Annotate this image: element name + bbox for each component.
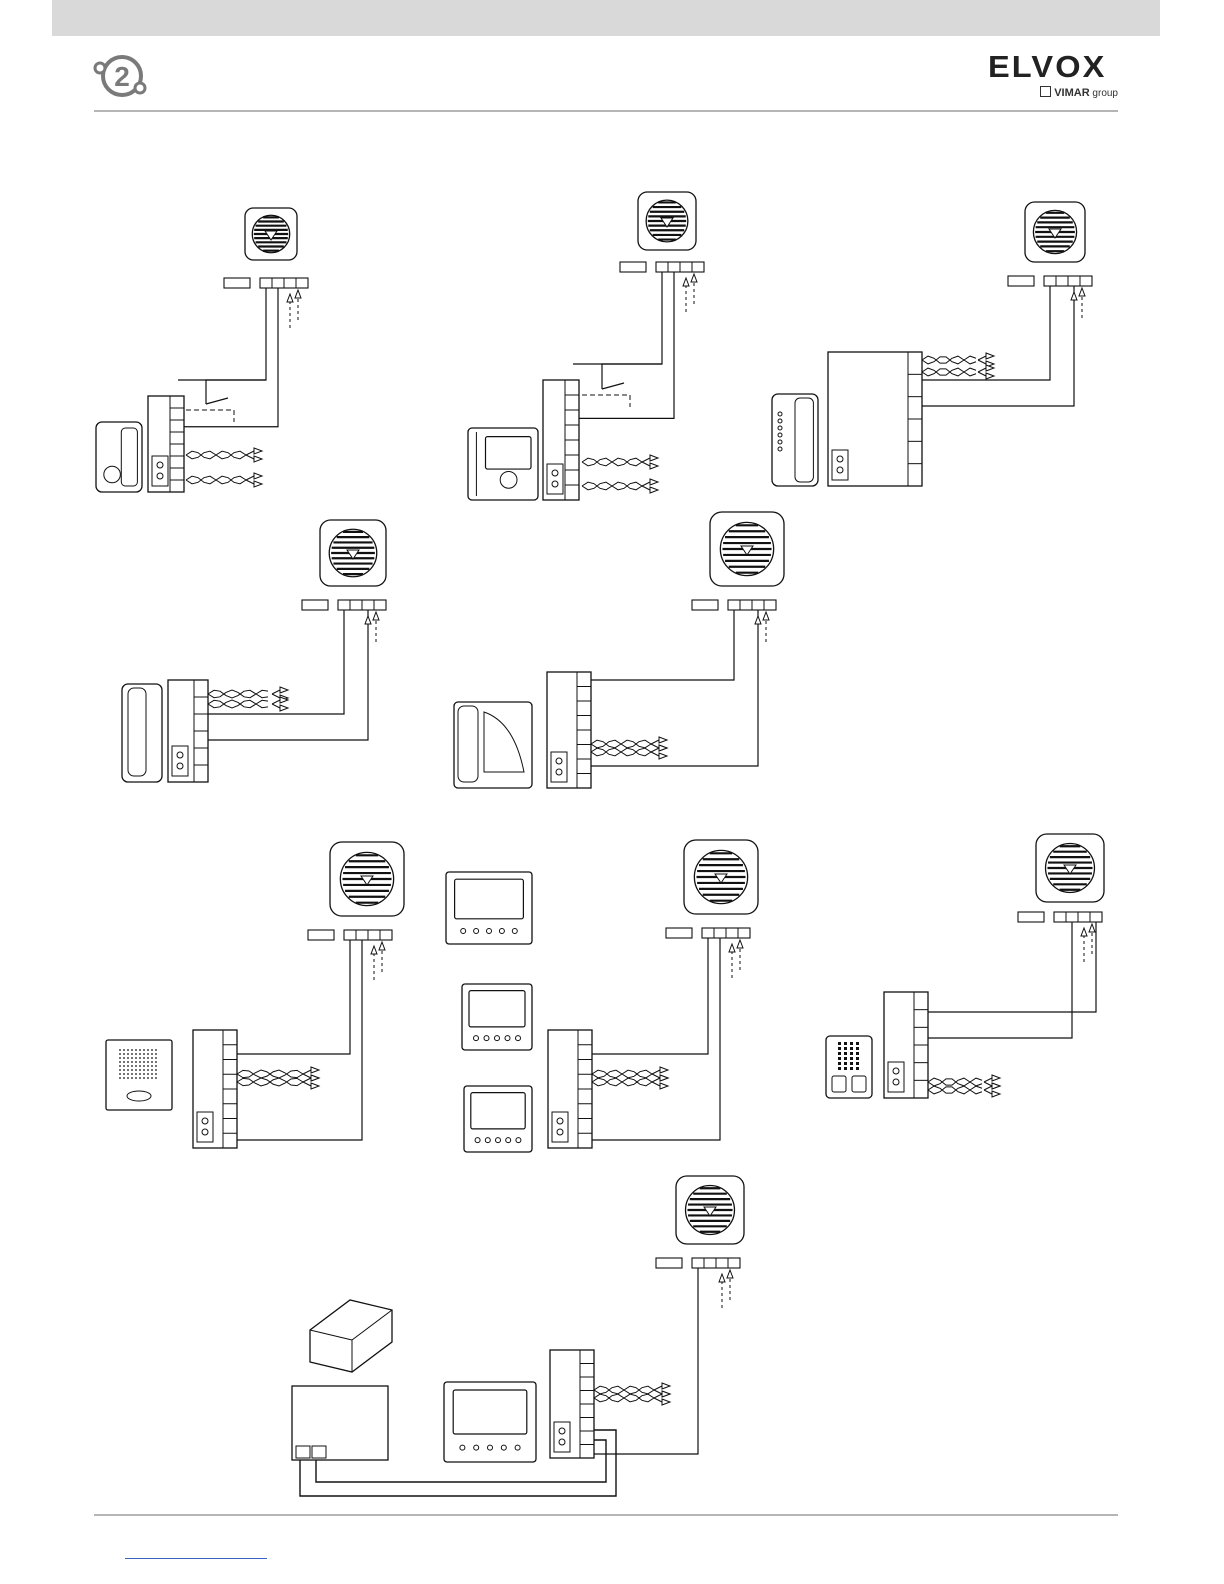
indoor-device-u6 xyxy=(106,1040,172,1110)
door-speaker-u5 xyxy=(710,512,784,586)
terminal-block-u9 xyxy=(656,1258,740,1268)
terminal-block-u1 xyxy=(224,278,308,288)
door-speaker-u6 xyxy=(330,842,404,916)
unit-u6 xyxy=(237,940,385,1140)
indoor-device-u2 xyxy=(468,428,538,500)
footer-link-underline[interactable] xyxy=(125,1558,267,1559)
unit-u7 xyxy=(592,938,743,1140)
interface-module-u4 xyxy=(168,680,288,782)
interface-module-u6 xyxy=(193,1030,319,1148)
terminal-block-u4 xyxy=(302,600,386,610)
terminal-block-u8 xyxy=(1018,912,1102,922)
indoor-device-u5 xyxy=(454,702,532,788)
interface-module-u5 xyxy=(547,672,667,788)
indoor-device-u8 xyxy=(826,1036,872,1098)
indoor-device-u3 xyxy=(772,394,818,486)
terminal-block-u5 xyxy=(692,600,776,610)
unit-u2 xyxy=(573,272,697,418)
interface-module-u8 xyxy=(884,992,1000,1098)
door-speaker-u9 xyxy=(676,1176,744,1244)
footer-rule xyxy=(94,1514,1118,1516)
door-speaker-u8 xyxy=(1036,834,1104,902)
door-speaker-u7 xyxy=(684,840,758,914)
terminal-block-u6 xyxy=(308,930,392,940)
interface-module-u2 xyxy=(543,380,658,500)
unit-u5 xyxy=(591,610,769,766)
interface-module-u9 xyxy=(550,1350,670,1458)
door-speaker-u2 xyxy=(638,192,696,250)
unit-u8 xyxy=(928,922,1096,1038)
unit-u1 xyxy=(178,288,301,427)
interface-module-u3 xyxy=(828,352,994,486)
terminal-block-u7 xyxy=(666,928,750,938)
indoor-device-u1 xyxy=(96,422,142,492)
door-speaker-u1 xyxy=(245,208,297,260)
unit-u4 xyxy=(208,610,379,740)
interface-module-u7 xyxy=(548,1030,668,1148)
door-speaker-u3 xyxy=(1025,202,1085,262)
terminal-block-u2 xyxy=(620,262,704,272)
indoor-device-u7 xyxy=(446,872,532,1152)
terminal-block-u3 xyxy=(1008,276,1092,286)
unit-u9 xyxy=(594,1268,733,1454)
indoor-device-u4 xyxy=(122,684,162,782)
door-speaker-u4 xyxy=(320,520,386,586)
